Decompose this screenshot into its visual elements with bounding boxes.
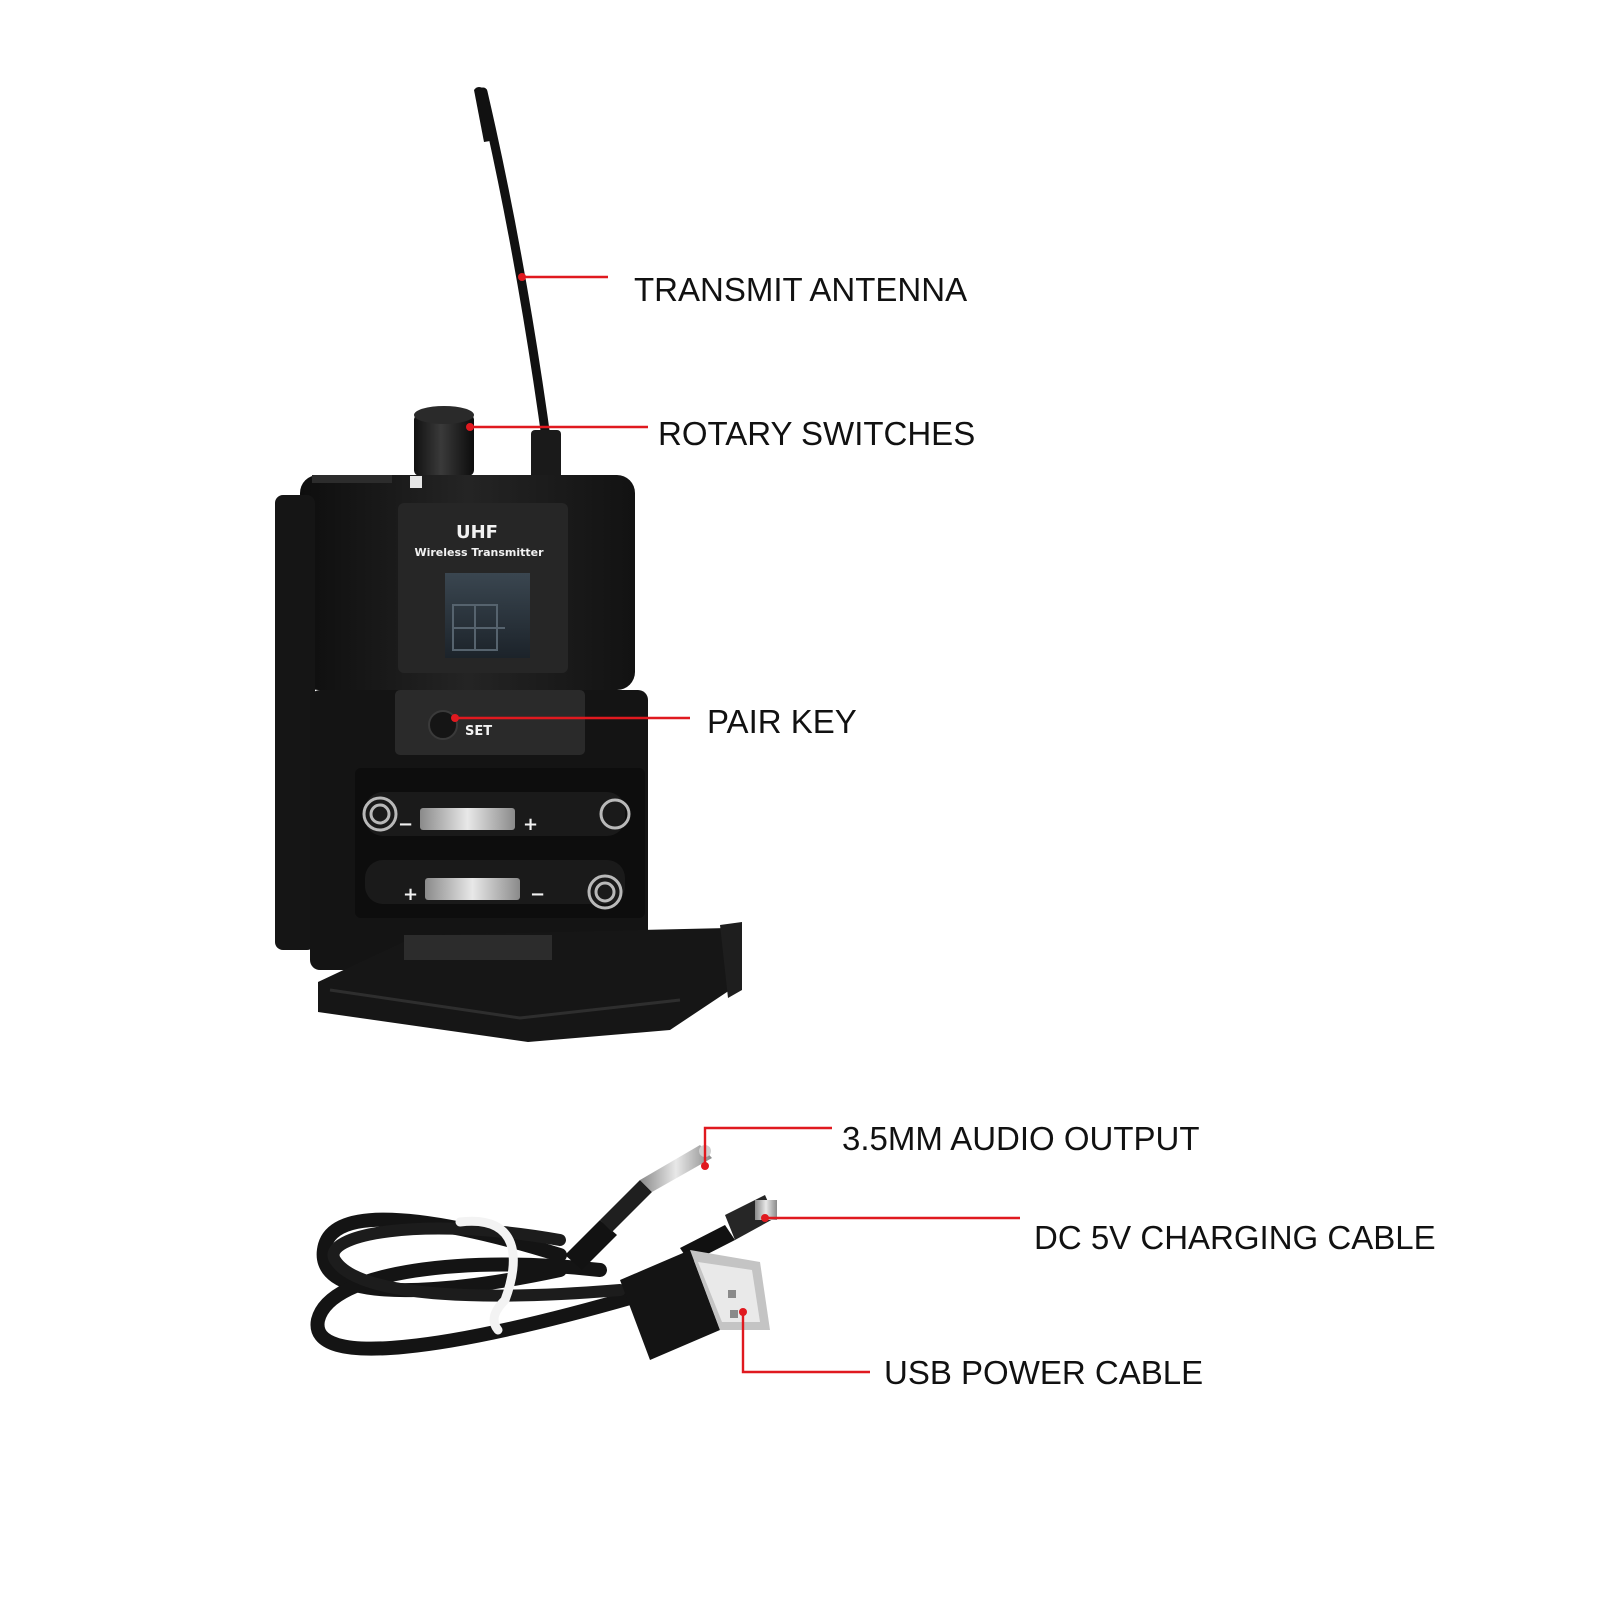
battery-top-plus: + [523, 814, 538, 835]
lcd-screen [445, 573, 530, 658]
leader-pair-key [451, 714, 690, 722]
usb-a-plug [620, 1250, 770, 1360]
battery-top-minus: − [398, 814, 413, 835]
uhf-brand-label: UHF [456, 522, 498, 543]
label-usb-power-cable: USB POWER CABLE [884, 1354, 1203, 1391]
leader-usb-power [739, 1308, 870, 1374]
cable-bundle [310, 1145, 777, 1360]
pair-set-button[interactable] [428, 710, 458, 740]
leader-audio-output [701, 1126, 832, 1170]
label-rotary-switches: ROTARY SWITCHES [658, 415, 975, 452]
leader-transmit-antenna [518, 273, 608, 281]
wireless-transmitter-label: Wireless Transmitter [414, 546, 544, 559]
battery-bottom-minus: − [530, 884, 545, 905]
rotary-knob [414, 406, 474, 476]
set-button-label: SET [465, 724, 492, 739]
leader-dc-charging [761, 1214, 1020, 1222]
battery-bottom-plus: + [403, 884, 418, 905]
label-transmit-antenna: TRANSMIT ANTENNA [634, 271, 967, 308]
antenna [474, 87, 564, 484]
battery-compartment: − + + − [355, 768, 645, 918]
leader-rotary-switches [466, 423, 648, 431]
transmitter-device: UHF Wireless Transmitter SET [275, 87, 742, 1042]
device-body: UHF Wireless Transmitter SET [275, 475, 648, 970]
battery-lid [318, 922, 742, 1042]
label-dc-charging-cable: DC 5V CHARGING CABLE [1034, 1219, 1436, 1256]
label-pair-key: PAIR KEY [707, 703, 857, 740]
label-audio-output: 3.5MM AUDIO OUTPUT [842, 1120, 1200, 1157]
audio-plug-35mm [565, 1145, 712, 1270]
